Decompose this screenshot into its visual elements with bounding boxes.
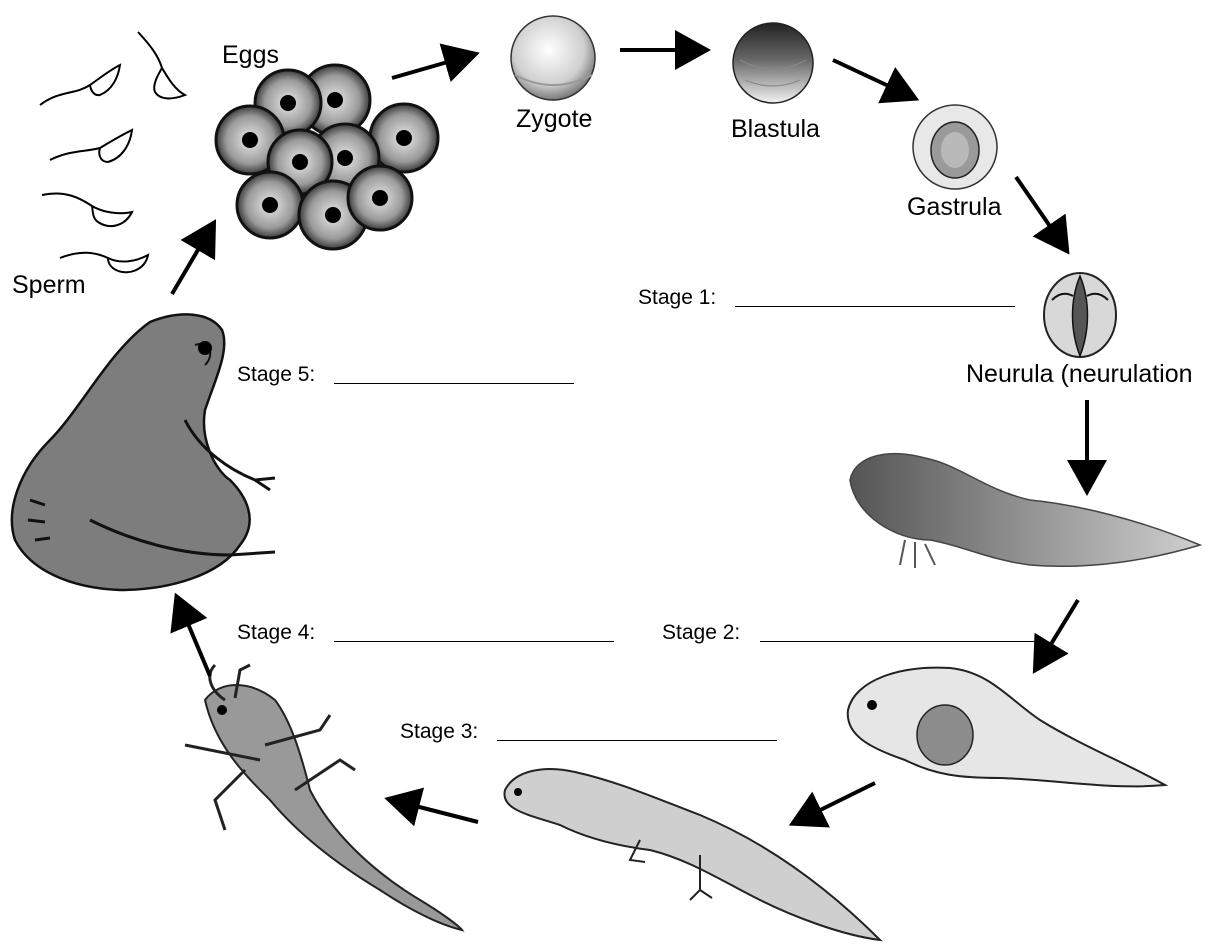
- stage-5-answer-line: [334, 383, 574, 384]
- stage-5-label: Stage 5:: [237, 364, 315, 385]
- stage-4-answer-line: [334, 641, 614, 642]
- stage-3-answer-line: [497, 740, 777, 741]
- stage-2-answer-line: [760, 641, 1040, 642]
- tadpole-illustration: [848, 668, 1165, 787]
- adult-frog-illustration: [12, 314, 275, 590]
- neurula-illustration: [1044, 273, 1116, 357]
- neurula-label: Neurula (neurulation: [966, 362, 1193, 387]
- zygote-label: Zygote: [516, 107, 592, 132]
- stage-1-answer-line: [735, 306, 1015, 307]
- eggs-label: Eggs: [222, 43, 279, 68]
- legged-tadpole-illustration: [504, 769, 880, 940]
- sperm-label: Sperm: [12, 273, 86, 298]
- stage-3-label: Stage 3:: [400, 721, 478, 742]
- blastula-label: Blastula: [731, 117, 820, 142]
- gastrula-illustration: [913, 105, 997, 189]
- stage-1-label: Stage 1:: [638, 287, 716, 308]
- gastrula-label: Gastrula: [907, 195, 1001, 220]
- early-tadpole-illustration: [850, 454, 1200, 568]
- stage-4-label: Stage 4:: [237, 622, 315, 643]
- zygote-illustration: [511, 16, 595, 100]
- froglet-illustration: [185, 665, 462, 930]
- sperm-illustration: [40, 32, 185, 272]
- eggs-illustration: [216, 65, 438, 249]
- blastula-illustration: [733, 23, 813, 103]
- stage-2-label: Stage 2:: [662, 622, 740, 643]
